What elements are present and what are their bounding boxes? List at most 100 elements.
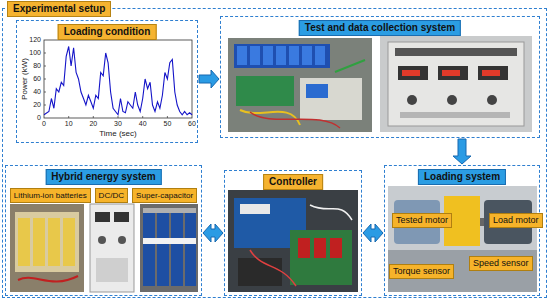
title-tab: Experimental setup xyxy=(7,1,111,17)
power-chart-part xyxy=(44,92,46,93)
test-board-photo-part xyxy=(263,46,273,65)
battery-photo-part xyxy=(18,218,30,266)
motor-bench-photo-part xyxy=(388,186,537,292)
title-tab: Loading condition xyxy=(58,24,157,40)
controller-photo-part xyxy=(310,205,352,220)
supercapacitor-photo-part xyxy=(185,212,196,286)
power-chart-part xyxy=(44,105,46,106)
test-board-photo-part xyxy=(306,84,328,98)
battery-photo xyxy=(10,204,84,292)
title-tab: Test and data collection system xyxy=(299,20,461,36)
label-box: Torque sensor xyxy=(389,264,454,279)
label-box: Super-capacitor xyxy=(132,188,197,203)
controller-photo-part xyxy=(228,190,358,292)
supercapacitor-photo xyxy=(140,204,198,292)
controller-photo-part xyxy=(290,230,352,285)
supercapacitor-photo-part xyxy=(140,204,198,292)
power-chart-part xyxy=(68,116,69,118)
label-box: Tested motor xyxy=(392,213,452,228)
instrument-photo-part xyxy=(388,42,524,126)
dcdc-photo-part xyxy=(98,236,106,244)
controller-photo-part xyxy=(298,238,310,258)
title-tab: Controller xyxy=(263,174,323,190)
axis-title: Power (kW) xyxy=(20,58,29,100)
test-board-photo-part xyxy=(302,46,312,65)
tick-label: 60 xyxy=(188,120,196,128)
power-chart-part xyxy=(44,40,192,118)
power-chart-part xyxy=(118,116,119,118)
dcdc-photo-part xyxy=(114,212,129,222)
instrument-photo-part xyxy=(398,66,428,80)
power-chart-part xyxy=(44,47,192,115)
power-chart-part xyxy=(93,116,94,118)
tick-label: 60 xyxy=(33,75,41,83)
label-box: Speed sensor xyxy=(469,256,533,271)
controller-photo xyxy=(228,190,358,292)
setup-frame: Experimental setupLoading conditionTest … xyxy=(2,8,547,298)
motor-bench-photo xyxy=(388,186,537,292)
instrument-photo-part xyxy=(478,66,508,80)
battery-photo-part xyxy=(63,218,75,266)
test-board-photo-part xyxy=(289,46,299,65)
power-chart-part xyxy=(167,116,168,118)
instrument-photo xyxy=(380,36,532,132)
tick-label: 30 xyxy=(114,120,122,128)
node-text: Loading condition xyxy=(64,26,151,38)
group-panel: Hybrid energy systemLithium-ion batterie… xyxy=(5,165,202,296)
label-box: Lithium-ion batteries xyxy=(10,188,91,203)
test-board-photo xyxy=(228,38,372,132)
tick-label: 40 xyxy=(139,120,147,128)
test-board-photo-part xyxy=(240,110,300,125)
node-text: Test and data collection system xyxy=(305,22,455,34)
battery-photo-part xyxy=(15,212,79,272)
motor-bench-photo-part xyxy=(480,218,484,226)
supercapacitor-photo-part xyxy=(143,208,196,213)
group-panel: Controller xyxy=(224,170,362,296)
instrument-photo-part xyxy=(402,70,420,76)
label-box: DC/DC xyxy=(95,188,129,203)
title-tab: Loading system xyxy=(418,169,506,185)
instrument-photo-part xyxy=(400,112,510,118)
test-board-photo-part xyxy=(250,46,260,65)
power-chart-part xyxy=(44,53,46,54)
node-text: Lithium-ion batteries xyxy=(14,190,87,201)
label-box: Load motor xyxy=(489,213,543,228)
supercapacitor-photo-part xyxy=(143,238,196,244)
instrument-photo-part xyxy=(380,36,532,132)
tick-label: 20 xyxy=(33,101,41,109)
test-board-photo-part xyxy=(234,44,330,68)
instrument-photo-part xyxy=(442,70,460,76)
node-text: Speed sensor xyxy=(473,258,529,269)
test-board-photo-part xyxy=(228,38,372,132)
instrument-photo-part xyxy=(395,48,517,56)
supercapacitor-photo-part xyxy=(143,212,155,286)
instrument-photo-part xyxy=(482,70,500,76)
title-tab: Hybrid energy system xyxy=(45,169,162,185)
axis-title: Time (sec) xyxy=(99,129,136,138)
battery-photo-part xyxy=(10,204,84,292)
block-arrow xyxy=(199,70,219,88)
node-text: Loading system xyxy=(424,171,500,183)
tick-label: 0 xyxy=(42,120,46,128)
supercapacitor-photo-part xyxy=(157,212,169,286)
block-arrow xyxy=(363,224,383,242)
node-text: Load motor xyxy=(493,215,539,226)
power-chart-part xyxy=(142,116,143,118)
dcdc-photo-part xyxy=(118,236,126,244)
tick-label: 50 xyxy=(164,120,172,128)
controller-photo-part xyxy=(314,238,326,258)
node-text: Hybrid energy system xyxy=(51,171,156,183)
power-chart-part xyxy=(44,66,46,67)
controller-photo-part xyxy=(238,258,282,286)
node-text: Experimental setup xyxy=(13,3,105,15)
instrument-photo-part xyxy=(447,95,457,105)
block-arrow xyxy=(203,224,223,242)
node-text: DC/DC xyxy=(99,190,125,201)
controller-photo-part xyxy=(240,204,270,214)
battery-photo-part xyxy=(33,218,45,266)
power-chart xyxy=(44,40,192,118)
node-text: Super-capacitor xyxy=(136,190,193,201)
